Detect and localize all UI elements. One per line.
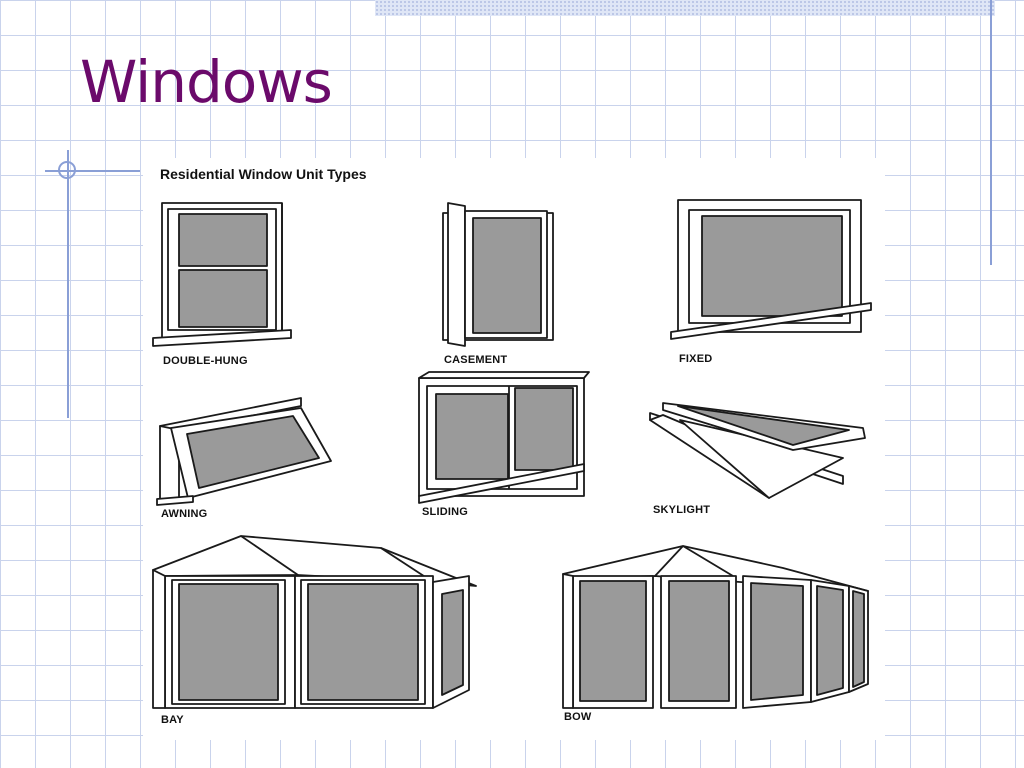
label-bay: BAY <box>161 714 184 726</box>
label-double-hung: DOUBLE-HUNG <box>163 355 248 367</box>
slide-title: Windows <box>80 48 333 116</box>
label-sliding: SLIDING <box>422 506 469 518</box>
top-decorative-band <box>375 0 995 16</box>
right-decorative-rule <box>990 0 992 265</box>
label-casement: CASEMENT <box>444 354 508 366</box>
window-types-figure: Residential Window Unit Types <box>143 158 885 740</box>
awning-illustration <box>156 397 332 506</box>
skylight-illustration <box>649 402 866 499</box>
left-decorative-circle <box>58 161 76 179</box>
double-hung-illustration <box>152 202 292 347</box>
left-decorative-rule-vertical <box>67 150 69 418</box>
bay-illustration <box>152 535 477 709</box>
sliding-illustration <box>418 371 590 504</box>
label-fixed: FIXED <box>679 353 713 365</box>
label-awning: AWNING <box>161 508 208 520</box>
casement-illustration <box>442 202 554 347</box>
figure-caption: Residential Window Unit Types <box>160 166 367 182</box>
label-skylight: SKYLIGHT <box>653 504 711 516</box>
fixed-illustration <box>670 199 872 340</box>
window-illustrations <box>152 199 872 709</box>
left-decorative-rule-horizontal <box>45 170 140 172</box>
label-bow: BOW <box>564 711 592 723</box>
bow-illustration <box>562 545 869 709</box>
